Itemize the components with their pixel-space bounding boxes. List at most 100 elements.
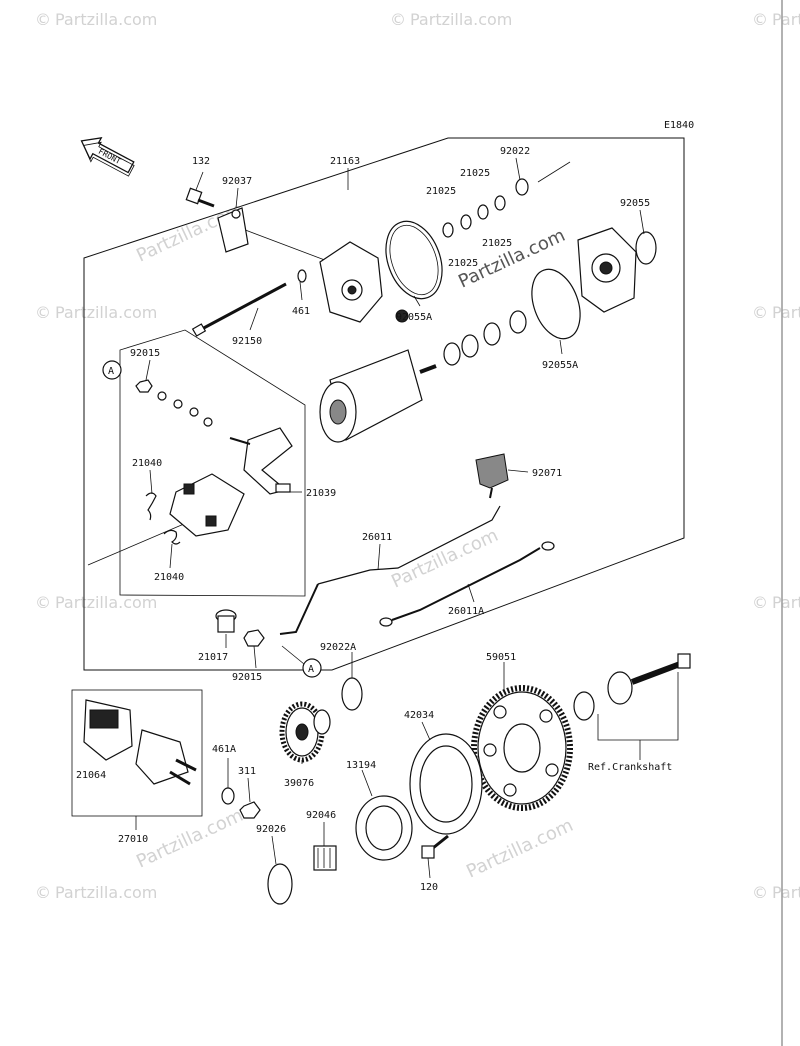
- front-cover-21163[interactable]: [319, 241, 383, 323]
- nut-92015[interactable]: [243, 629, 265, 647]
- diagonal-watermark: Partzilla.com: [133, 805, 246, 873]
- washer-92022a[interactable]: [341, 677, 363, 711]
- brand-watermark: Partzilla.com: [55, 883, 157, 902]
- washer-92026[interactable]: [267, 863, 293, 905]
- starter-relay-outline: [71, 689, 203, 817]
- cable-26011[interactable]: [317, 505, 501, 585]
- callout-13194: 13194: [346, 760, 376, 771]
- callout-21025: 21025: [482, 238, 512, 249]
- callout-92055a: 92055A: [542, 360, 578, 371]
- brand-watermark: Partzilla.com: [772, 883, 800, 902]
- callout-21039: 21039: [306, 488, 336, 499]
- callout-21025: 21025: [448, 258, 478, 269]
- copyright-watermark-mark: ©: [35, 303, 51, 322]
- o-ring-461a[interactable]: [221, 787, 235, 805]
- assembly-guide-line: [537, 161, 571, 183]
- diagonal-watermark: Partzilla.com: [463, 815, 576, 883]
- callout-132: 132: [192, 156, 210, 167]
- brush-spring-21040-top[interactable]: [145, 492, 157, 521]
- starter-clutch-gear-59051[interactable]: [471, 685, 573, 811]
- callout-21040: 21040: [154, 572, 184, 583]
- brand-watermark: Partzilla.com: [772, 10, 800, 29]
- o-ring-92055a-left[interactable]: [376, 214, 452, 307]
- bolt-132[interactable]: [185, 187, 215, 208]
- crankshaft-reference-bracket: [597, 672, 679, 741]
- svg-text:A: A: [308, 664, 314, 675]
- shim-washers-21025[interactable]: [442, 195, 506, 238]
- starter-relay-21064[interactable]: [83, 699, 133, 761]
- reference-marker-a-top: A: [102, 360, 122, 380]
- callout-21025: 21025: [460, 168, 490, 179]
- clamp-92037[interactable]: [217, 207, 249, 253]
- brand-watermark: Partzilla.com: [772, 593, 800, 612]
- cable-26011-end: [279, 583, 319, 635]
- cable-terminal: [541, 541, 555, 551]
- washer-92022[interactable]: [515, 178, 529, 196]
- callout-92071: 92071: [532, 468, 562, 479]
- brand-watermark: Partzilla.com: [55, 10, 157, 29]
- crankshaft-collar[interactable]: [573, 653, 691, 721]
- copyright-watermark-mark: ©: [752, 883, 768, 902]
- callout-461a: 461A: [212, 744, 236, 755]
- callout-27010: 27010: [118, 834, 148, 845]
- callout-26011a: 26011A: [448, 606, 484, 617]
- brush-plate[interactable]: [169, 473, 245, 537]
- cable-26011a[interactable]: [391, 547, 541, 621]
- gear-13194[interactable]: [355, 795, 413, 861]
- callout-92055a: 92055A: [396, 312, 432, 323]
- brush-spring-21040-bottom[interactable]: [163, 529, 181, 545]
- assembly-guide-line: [239, 227, 331, 263]
- callout-labels: 132 92037 21163 92022 21025 21025 21025 …: [76, 146, 672, 893]
- front-direction-arrow: FRONT: [80, 136, 135, 177]
- crankshaft-reference-label: Ref.Crankshaft: [588, 762, 672, 773]
- callout-120: 120: [420, 882, 438, 893]
- leader-lines: [135, 157, 645, 879]
- diagram-code: E1840: [664, 120, 694, 131]
- copyright-watermark-mark: ©: [35, 883, 51, 902]
- terminal-cap-92071[interactable]: [475, 453, 509, 499]
- rear-cover[interactable]: [577, 227, 637, 313]
- starter-clutch-42034[interactable]: [409, 733, 483, 835]
- needle-bearing-92046[interactable]: [313, 845, 337, 871]
- armature-washers[interactable]: [443, 310, 527, 366]
- callout-92150: 92150: [232, 336, 262, 347]
- reference-marker-a-bottom: A: [302, 658, 322, 678]
- callout-21163: 21163: [330, 156, 360, 167]
- svg-text:A: A: [108, 366, 114, 377]
- brush-holder-21039[interactable]: [229, 427, 293, 495]
- callout-59051: 59051: [486, 652, 516, 663]
- callout-21040: 21040: [132, 458, 162, 469]
- idle-gear-39076[interactable]: [279, 701, 331, 763]
- brand-watermark: Partzilla.com: [772, 303, 800, 322]
- solenoid[interactable]: [135, 729, 197, 786]
- copyright-watermark-mark: ©: [752, 10, 768, 29]
- copyright-watermark-mark: ©: [752, 593, 768, 612]
- o-ring-92055a-right[interactable]: [523, 263, 589, 346]
- o-ring-461[interactable]: [297, 269, 307, 283]
- callout-26011: 26011: [362, 532, 392, 543]
- callout-92055: 92055: [620, 198, 650, 209]
- brand-watermark: Partzilla.com: [55, 303, 157, 322]
- cable-terminal: [379, 617, 393, 627]
- callout-21025: 21025: [426, 186, 456, 197]
- nut-311[interactable]: [239, 801, 261, 819]
- through-bolt-92150[interactable]: [191, 282, 287, 337]
- seal-symbol: [395, 309, 409, 323]
- boot-21017[interactable]: [215, 609, 237, 633]
- bolt-120[interactable]: [421, 834, 449, 859]
- o-ring-92055[interactable]: [635, 231, 657, 265]
- callout-92026: 92026: [256, 824, 286, 835]
- leader-line: [281, 645, 305, 665]
- callout-21064: 21064: [76, 770, 106, 781]
- yoke-armature[interactable]: [319, 349, 437, 443]
- brand-watermark: Partzilla.com: [410, 10, 512, 29]
- callout-92015: 92015: [232, 672, 262, 683]
- copyright-watermark-mark: ©: [752, 303, 768, 322]
- nut-set-92015[interactable]: [135, 379, 213, 427]
- callout-42034: 42034: [404, 710, 434, 721]
- callout-311: 311: [238, 766, 256, 777]
- callout-92015: 92015: [130, 348, 160, 359]
- brush-kit-outline: [119, 329, 306, 597]
